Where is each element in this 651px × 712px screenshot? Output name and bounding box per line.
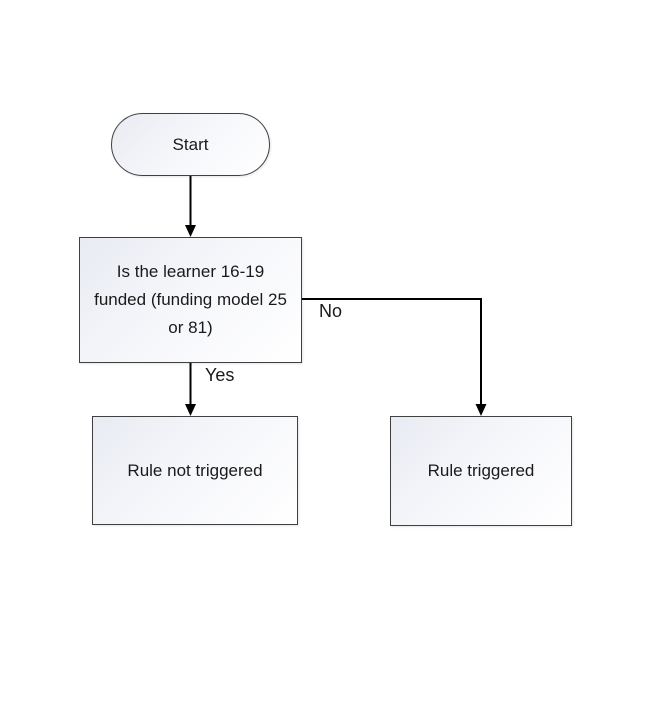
arrowhead-down-icon [475,404,487,416]
node-start: Start [111,113,270,176]
node-rule-not-triggered: Rule not triggered [92,416,298,525]
edge-start-to-decision [185,176,196,237]
node-rule-not-triggered-label: Rule not triggered [127,460,263,480]
edge-decision-no [302,298,487,416]
edge-decision-yes [185,363,196,416]
node-rule-triggered: Rule triggered [390,416,572,526]
arrowhead-down-icon [185,404,196,416]
edge-label-no: No [319,301,343,321]
node-decision-label: Is the learner 16-19 funded (funding mod… [94,262,287,337]
edge-label-yes: Yes [205,365,235,385]
node-rule-triggered-label: Rule triggered [427,461,535,480]
node-start-label: Start [172,134,209,154]
node-decision: Is the learner 16-19 funded (funding mod… [79,237,302,363]
arrowhead-down-icon [185,225,196,237]
